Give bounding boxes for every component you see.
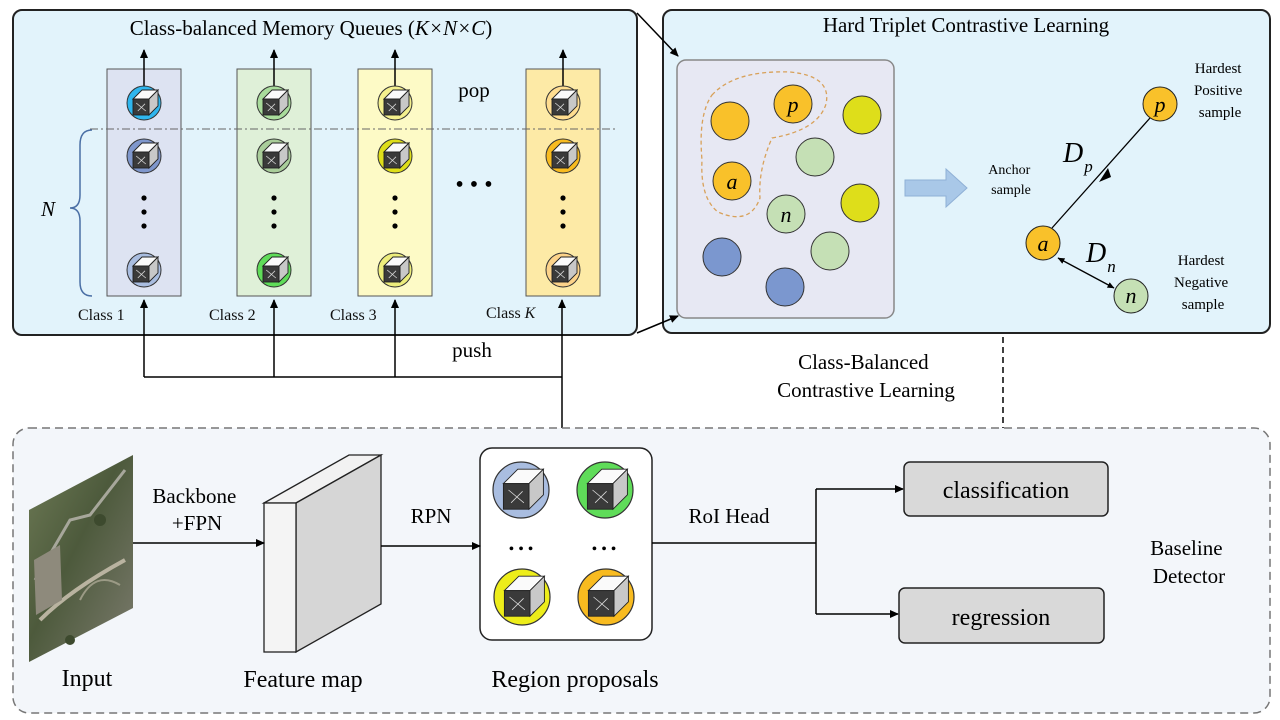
class-label-2: Class 2 <box>209 307 256 324</box>
queue-ellipsis-dot <box>271 209 277 215</box>
input-image <box>29 455 133 662</box>
n-label: N <box>40 197 56 221</box>
svg-text:a: a <box>1038 231 1049 256</box>
queue-item <box>256 138 292 174</box>
embedding-node-a: a <box>712 161 752 201</box>
queue-ellipsis-dot <box>392 223 398 229</box>
n-brace <box>69 129 93 297</box>
svg-text:n: n <box>1126 283 1137 308</box>
region-ellipsis-right: • • • <box>592 541 617 558</box>
queue-item <box>377 252 413 288</box>
triplet-title: Hard Triplet Contrastive Learning <box>823 13 1110 37</box>
panel-connector-top <box>636 12 679 57</box>
queue-class-1 <box>106 49 182 297</box>
queue-item <box>126 85 162 121</box>
queue-ellipsis-dot <box>271 195 277 201</box>
queue-item <box>126 138 162 174</box>
embedding-node <box>765 267 805 307</box>
queue-ellipsis-dot <box>141 223 147 229</box>
regression-box <box>898 587 1105 644</box>
detector-flow-arrows <box>133 485 904 618</box>
queue-item <box>377 85 413 121</box>
class-label-3: Class 3 <box>330 307 377 324</box>
svg-text:n: n <box>781 202 792 227</box>
queue-ellipsis-dot <box>271 223 277 229</box>
region-proposal <box>576 461 634 519</box>
queue-ellipsis-dot <box>392 195 398 201</box>
cbcl-label: Class-Balanced Contrastive Learning <box>777 350 955 402</box>
dn-label: Dn <box>1085 238 1116 276</box>
queue-class-4 <box>525 49 601 297</box>
region-proposal <box>493 568 551 626</box>
baseline-label: Baseline Detector <box>1150 536 1228 588</box>
queue-ellipsis-dot <box>560 223 566 229</box>
push-lines <box>140 299 566 449</box>
queue-item <box>126 252 162 288</box>
queue-ellipsis-dot <box>560 209 566 215</box>
class-label-k: Class K <box>486 305 535 323</box>
class-label-k-prefix: Class <box>486 305 525 322</box>
feature-map-label: Feature map <box>243 667 362 693</box>
positive-distance-marker <box>1099 168 1111 182</box>
feature-map-block <box>261 453 384 654</box>
classification-box <box>903 461 1109 517</box>
memory-queue-title: Class-balanced Memory Queues (K×N×C) <box>130 16 493 40</box>
queue-columns <box>106 49 601 297</box>
queue-item <box>545 138 581 174</box>
negative-label: Hardest Negative sample <box>1174 253 1232 313</box>
queue-item <box>256 85 292 121</box>
class-label-1: Class 1 <box>78 307 125 324</box>
positive-label: Hardest Positive sample <box>1194 61 1246 121</box>
positive-distance-line <box>1051 117 1151 229</box>
queue-ellipsis-dot <box>141 209 147 215</box>
queue-item <box>545 85 581 121</box>
embedding-node <box>702 237 742 277</box>
queue-item <box>256 252 292 288</box>
input-label: Input <box>62 666 113 692</box>
pop-label: pop <box>458 78 490 102</box>
embedding-node <box>795 137 835 177</box>
anchor-node: a <box>1025 225 1061 261</box>
regression-label: regression <box>952 605 1051 631</box>
roi-head-label: RoI Head <box>688 504 770 528</box>
backbone-label: Backbone +FPN <box>152 484 241 535</box>
anchor-label: Anchor sample <box>988 163 1034 198</box>
positive-node: p <box>1142 86 1178 122</box>
push-label: push <box>452 338 492 362</box>
queue-ellipsis-dot <box>560 195 566 201</box>
positive-pair-outline <box>700 71 828 218</box>
embedding-node-n: n <box>766 194 806 234</box>
region-proposal <box>577 568 635 626</box>
svg-text:a: a <box>727 169 738 194</box>
queue-ellipsis-dot <box>392 209 398 215</box>
svg-text:p: p <box>1153 92 1166 117</box>
region-proposal <box>492 461 550 519</box>
queue-item <box>545 252 581 288</box>
embedding-node-p: p <box>773 84 813 124</box>
queue-item <box>377 138 413 174</box>
rpn-label: RPN <box>411 504 452 528</box>
negative-node: n <box>1113 278 1149 314</box>
svg-text:p: p <box>786 92 799 117</box>
transform-arrow <box>904 167 968 209</box>
embedding-nodes: p a n <box>702 84 882 307</box>
queue-ellipsis-dot <box>141 195 147 201</box>
embedding-node <box>840 183 880 223</box>
classification-label: classification <box>943 478 1070 504</box>
queue-class-2 <box>236 49 312 297</box>
embedding-node <box>810 231 850 271</box>
queue-class-3 <box>357 49 433 297</box>
embedding-node <box>710 101 750 141</box>
class-label-k-var: K <box>524 305 536 322</box>
negative-distance-line <box>1057 257 1115 289</box>
region-proposals-label: Region proposals <box>491 667 658 693</box>
region-proposal-items <box>492 461 635 626</box>
dp-label: Dp <box>1062 138 1093 176</box>
region-ellipsis-left: • • • <box>509 541 534 558</box>
embedding-node <box>842 95 882 135</box>
panel-connector-bottom <box>636 315 679 334</box>
class-dots: • • • <box>455 172 492 198</box>
